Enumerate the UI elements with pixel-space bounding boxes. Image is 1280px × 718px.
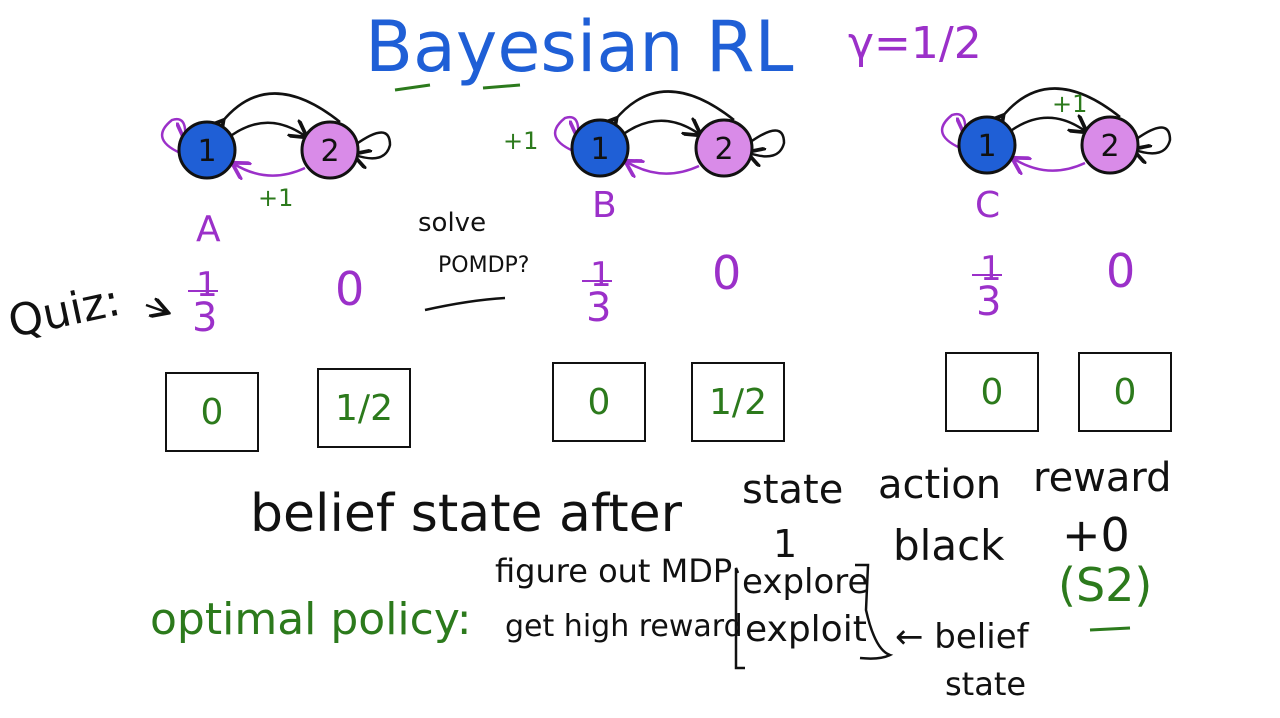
arrow-2-to-1-bottom <box>234 164 306 176</box>
answer-box: 0 <box>165 372 259 452</box>
solve-note-line1: solve <box>418 208 487 238</box>
state-node-2-label: 2 <box>1100 129 1119 164</box>
policy-bracket-right <box>855 563 894 660</box>
gamma-value: γ=1/2 <box>848 18 982 69</box>
self-loop-2 <box>749 129 786 157</box>
quiz-arrow <box>145 305 166 312</box>
s2-underline <box>1089 626 1131 632</box>
belief-state-note-2: state <box>945 665 1027 703</box>
header-reward: reward <box>1033 455 1172 501</box>
state-node-1 <box>957 115 1017 175</box>
next-state: (S2) <box>1058 558 1153 612</box>
reward-label: +1 <box>1052 90 1087 118</box>
state-node-2 <box>300 120 360 180</box>
answer-box: 1/2 <box>691 362 785 442</box>
policy-exploit: exploit <box>745 609 867 650</box>
arrow-1-to-2 <box>624 121 699 134</box>
state-node-1-label: 1 <box>977 129 996 164</box>
policy-bracket-left <box>734 567 745 670</box>
self-loop-1 <box>160 117 185 157</box>
answer-box: 0 <box>552 362 646 442</box>
arrow-2-to-1-bottom <box>1014 159 1086 171</box>
mdp-label: B <box>592 185 617 226</box>
state-node-1-label: 1 <box>197 134 216 169</box>
other-prob: 0 <box>335 262 365 316</box>
value-state: 1 <box>773 522 798 566</box>
state-node-2-label: 2 <box>714 132 733 167</box>
arrow-2-to-1-top <box>222 92 341 123</box>
page-title: Bayesian RL <box>365 6 794 88</box>
other-prob: 0 <box>1106 244 1136 298</box>
prob-denominator: 3 <box>192 295 218 341</box>
value-action: black <box>893 521 1005 570</box>
prob-fraction-bar <box>972 274 1002 276</box>
mdp-label: C <box>975 185 1001 226</box>
answer-box: 0 <box>1078 352 1172 432</box>
self-loop-2 <box>355 131 392 159</box>
header-action: action <box>878 462 1002 508</box>
policy-line1: figure out MDP <box>495 552 733 590</box>
prob-denominator: 3 <box>976 279 1002 325</box>
reward-label: +1 <box>503 127 538 155</box>
mdp-label: A <box>196 209 221 250</box>
arrow-2-to-1-top <box>1002 87 1121 118</box>
belief-phrase: belief state after <box>250 484 682 544</box>
answer-box: 0 <box>945 352 1039 432</box>
self-loop-2 <box>1135 126 1172 154</box>
answer-box: 1/2 <box>317 368 411 448</box>
header-state: state <box>742 467 844 513</box>
policy-line2: get high reward <box>505 609 743 644</box>
policy-explore: explore <box>742 562 869 602</box>
prob-denominator: 3 <box>586 285 612 331</box>
state-node-2 <box>1080 115 1140 175</box>
prob-fraction-bar <box>188 290 218 292</box>
value-reward: +0 <box>1062 508 1130 562</box>
state-node-1 <box>177 120 237 180</box>
policy-label: optimal policy: <box>150 594 472 645</box>
prob-fraction-bar <box>582 280 612 282</box>
other-prob: 0 <box>712 246 742 300</box>
arrow-2-to-1-bottom <box>627 162 700 174</box>
state-node-2 <box>694 118 754 178</box>
prob-numerator: 1 <box>980 249 1002 289</box>
title-underline-2 <box>482 83 521 90</box>
solve-underline <box>424 296 506 312</box>
prob-numerator: 1 <box>196 265 218 305</box>
state-node-1 <box>570 118 630 178</box>
state-node-2-label: 2 <box>320 134 339 169</box>
title-underline-1 <box>394 83 431 92</box>
arrow-1-to-2 <box>231 123 305 136</box>
arrow-1-to-2 <box>1011 118 1085 131</box>
self-loop-1 <box>553 115 578 155</box>
state-node-1-label: 1 <box>590 132 609 167</box>
prob-numerator: 1 <box>590 255 612 295</box>
arrow-2-to-1-top <box>615 90 735 121</box>
solve-note-line2: POMDP? <box>438 253 530 278</box>
belief-state-note: ← belief <box>895 617 1029 657</box>
reward-label: +1 <box>258 184 293 212</box>
self-loop-1 <box>940 112 965 152</box>
